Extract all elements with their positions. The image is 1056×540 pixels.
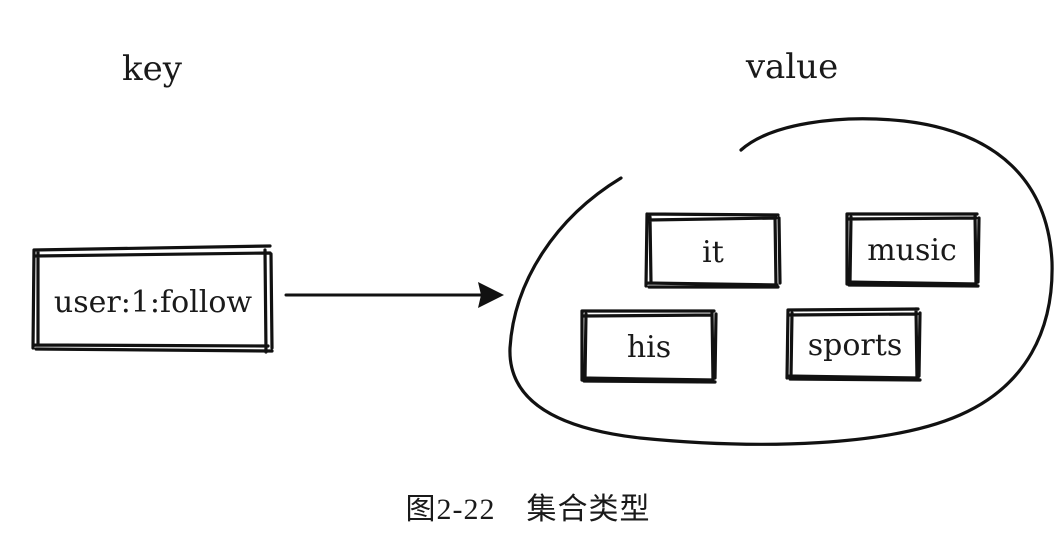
- key-box-label: user:1:follow: [54, 285, 253, 320]
- key-to-value-arrow: [284, 282, 504, 308]
- set-member-label: his: [627, 330, 671, 365]
- arrow-head: [478, 282, 504, 308]
- set-member-music: music: [845, 212, 981, 288]
- set-member-his: his: [580, 309, 718, 384]
- value-header: value: [745, 47, 838, 87]
- figure-caption: 图2-22 集合类型: [405, 493, 651, 526]
- set-member-label: it: [702, 235, 724, 270]
- set-member-sports: sports: [785, 307, 922, 382]
- set-member-it: it: [644, 212, 782, 289]
- key-header: key: [122, 49, 183, 89]
- set-member-label: music: [867, 233, 957, 268]
- value-set-outline: [508, 117, 1054, 446]
- key-box: user:1:follow: [31, 244, 274, 354]
- set-member-label: sports: [808, 328, 902, 363]
